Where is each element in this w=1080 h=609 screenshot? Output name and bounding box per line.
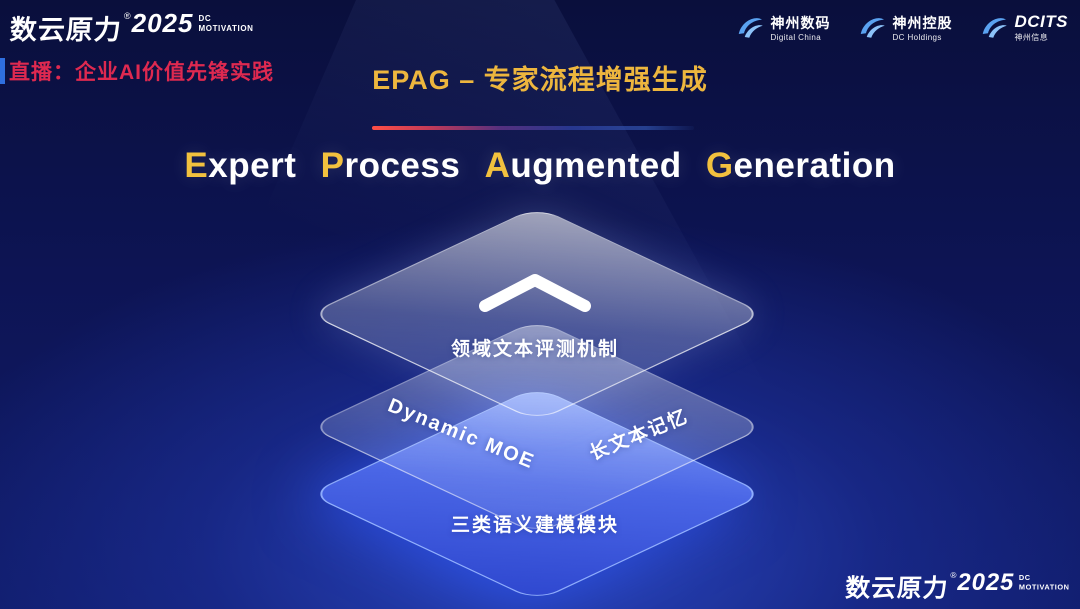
brand-tagline-line1: DC (198, 14, 212, 23)
title-word-process: Process (320, 146, 461, 185)
brand-tagline-line2: MOTIVATION (198, 23, 254, 33)
logo-dc-holdings: 神州控股 DC Holdings (857, 13, 953, 43)
brand-name: 数云原力 (845, 574, 950, 603)
brand-year: 2025 (131, 8, 194, 38)
dc-swoosh-icon (982, 17, 1007, 38)
brand-registered-mark: ® (124, 11, 131, 21)
live-label: 直播：企业AI价值先锋实践 (9, 61, 274, 84)
brand-logo-bottom-right: 数云原力 ® 2025 DC MOTIVATION (845, 568, 1070, 604)
logo-text: 神州控股 DC Holdings (893, 13, 953, 42)
title-word-augmented: Augmented (484, 146, 682, 185)
logo-text: 神州数码 Digital China (771, 13, 831, 42)
dc-swoosh-icon (860, 17, 885, 38)
logo-subtitle: DC Holdings (892, 33, 942, 42)
brand-tagline-line1: DC (1019, 573, 1032, 582)
chevron-up-icon (479, 274, 591, 312)
brand-logo-top-left: 数云原力 ® 2025 DC MOTIVATION (9, 8, 254, 47)
brand-year: 2025 (957, 568, 1015, 596)
logo-name: 神州数码 (770, 15, 831, 31)
logo-dcits: DCITS 神州信息 (979, 12, 1069, 43)
title-word-expert: Expert (184, 146, 297, 185)
logo-name: DCITS (1014, 12, 1068, 31)
title-divider-line (372, 126, 694, 130)
logo-digital-china: 神州数码 Digital China (735, 13, 831, 43)
live-accent-bar (0, 58, 5, 84)
brand-name: 数云原力 (9, 15, 123, 45)
brand-registered-mark: ® (950, 570, 957, 581)
bottom-layer-label: 三类语义建模模块 (450, 515, 619, 536)
main-title: Expert Process Augmented Generation (0, 146, 1080, 186)
logo-subtitle: 神州信息 (1014, 33, 1049, 42)
brand-tagline: DC MOTIVATION (1019, 574, 1070, 592)
brand-tagline: DC MOTIVATION (198, 14, 253, 33)
logo-name: 神州控股 (892, 15, 953, 31)
corporate-logos: 神州数码 Digital China 神州控股 DC Holdings DCIT… (735, 12, 1069, 43)
logo-subtitle: Digital China (770, 33, 822, 42)
slide-title: EPAG – 专家流程增强生成 (372, 65, 708, 95)
top-layer-label: 领域文本评测机制 (450, 339, 619, 360)
brand-tagline-line2: MOTIVATION (1019, 582, 1070, 591)
title-word-generation: Generation (705, 146, 896, 185)
logo-text: DCITS 神州信息 (1015, 12, 1069, 43)
dc-swoosh-icon (738, 17, 763, 38)
